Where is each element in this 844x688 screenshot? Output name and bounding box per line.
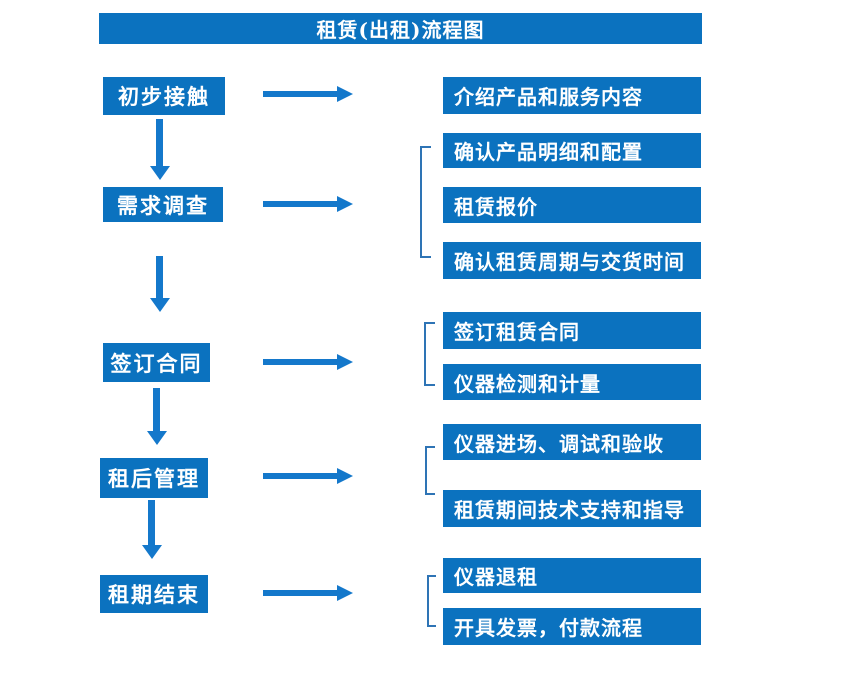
down-arrow: [150, 256, 170, 312]
diagram-title: 租赁(出租)流程图: [99, 13, 702, 44]
detail-instrument-return: 仪器退租: [443, 558, 701, 593]
detail-instrument-inspection: 仪器检测和计量: [443, 364, 701, 400]
right-arrow: [263, 196, 353, 212]
right-arrow: [263, 468, 353, 484]
group-bracket: [424, 322, 435, 386]
down-arrow: [142, 500, 162, 559]
right-arrow: [263, 585, 353, 601]
right-arrow: [263, 354, 353, 370]
detail-sign-rental-contract: 签订租赁合同: [443, 312, 701, 349]
down-arrow: [147, 388, 167, 445]
step-demand-survey: 需求调查: [103, 187, 223, 222]
right-arrow: [263, 86, 353, 102]
group-bracket: [420, 146, 431, 258]
detail-introduce-products: 介绍产品和服务内容: [443, 77, 701, 114]
detail-invoice-payment: 开具发票，付款流程: [443, 608, 701, 645]
down-arrow: [150, 119, 170, 180]
step-contract-signing: 签订合同: [103, 343, 210, 382]
detail-rental-tech-support: 租赁期间技术支持和指导: [443, 490, 701, 527]
step-lease-end: 租期结束: [100, 575, 208, 613]
step-initial-contact: 初步接触: [103, 77, 225, 115]
group-bracket: [427, 575, 436, 627]
detail-confirm-period-delivery: 确认租赁周期与交货时间: [443, 242, 701, 279]
step-post-rental-management: 租后管理: [100, 458, 208, 498]
detail-rental-quote: 租赁报价: [443, 187, 701, 223]
detail-confirm-product-config: 确认产品明细和配置: [443, 133, 701, 168]
group-bracket: [425, 446, 435, 495]
detail-instrument-setup-acceptance: 仪器进场、调试和验收: [443, 424, 701, 460]
